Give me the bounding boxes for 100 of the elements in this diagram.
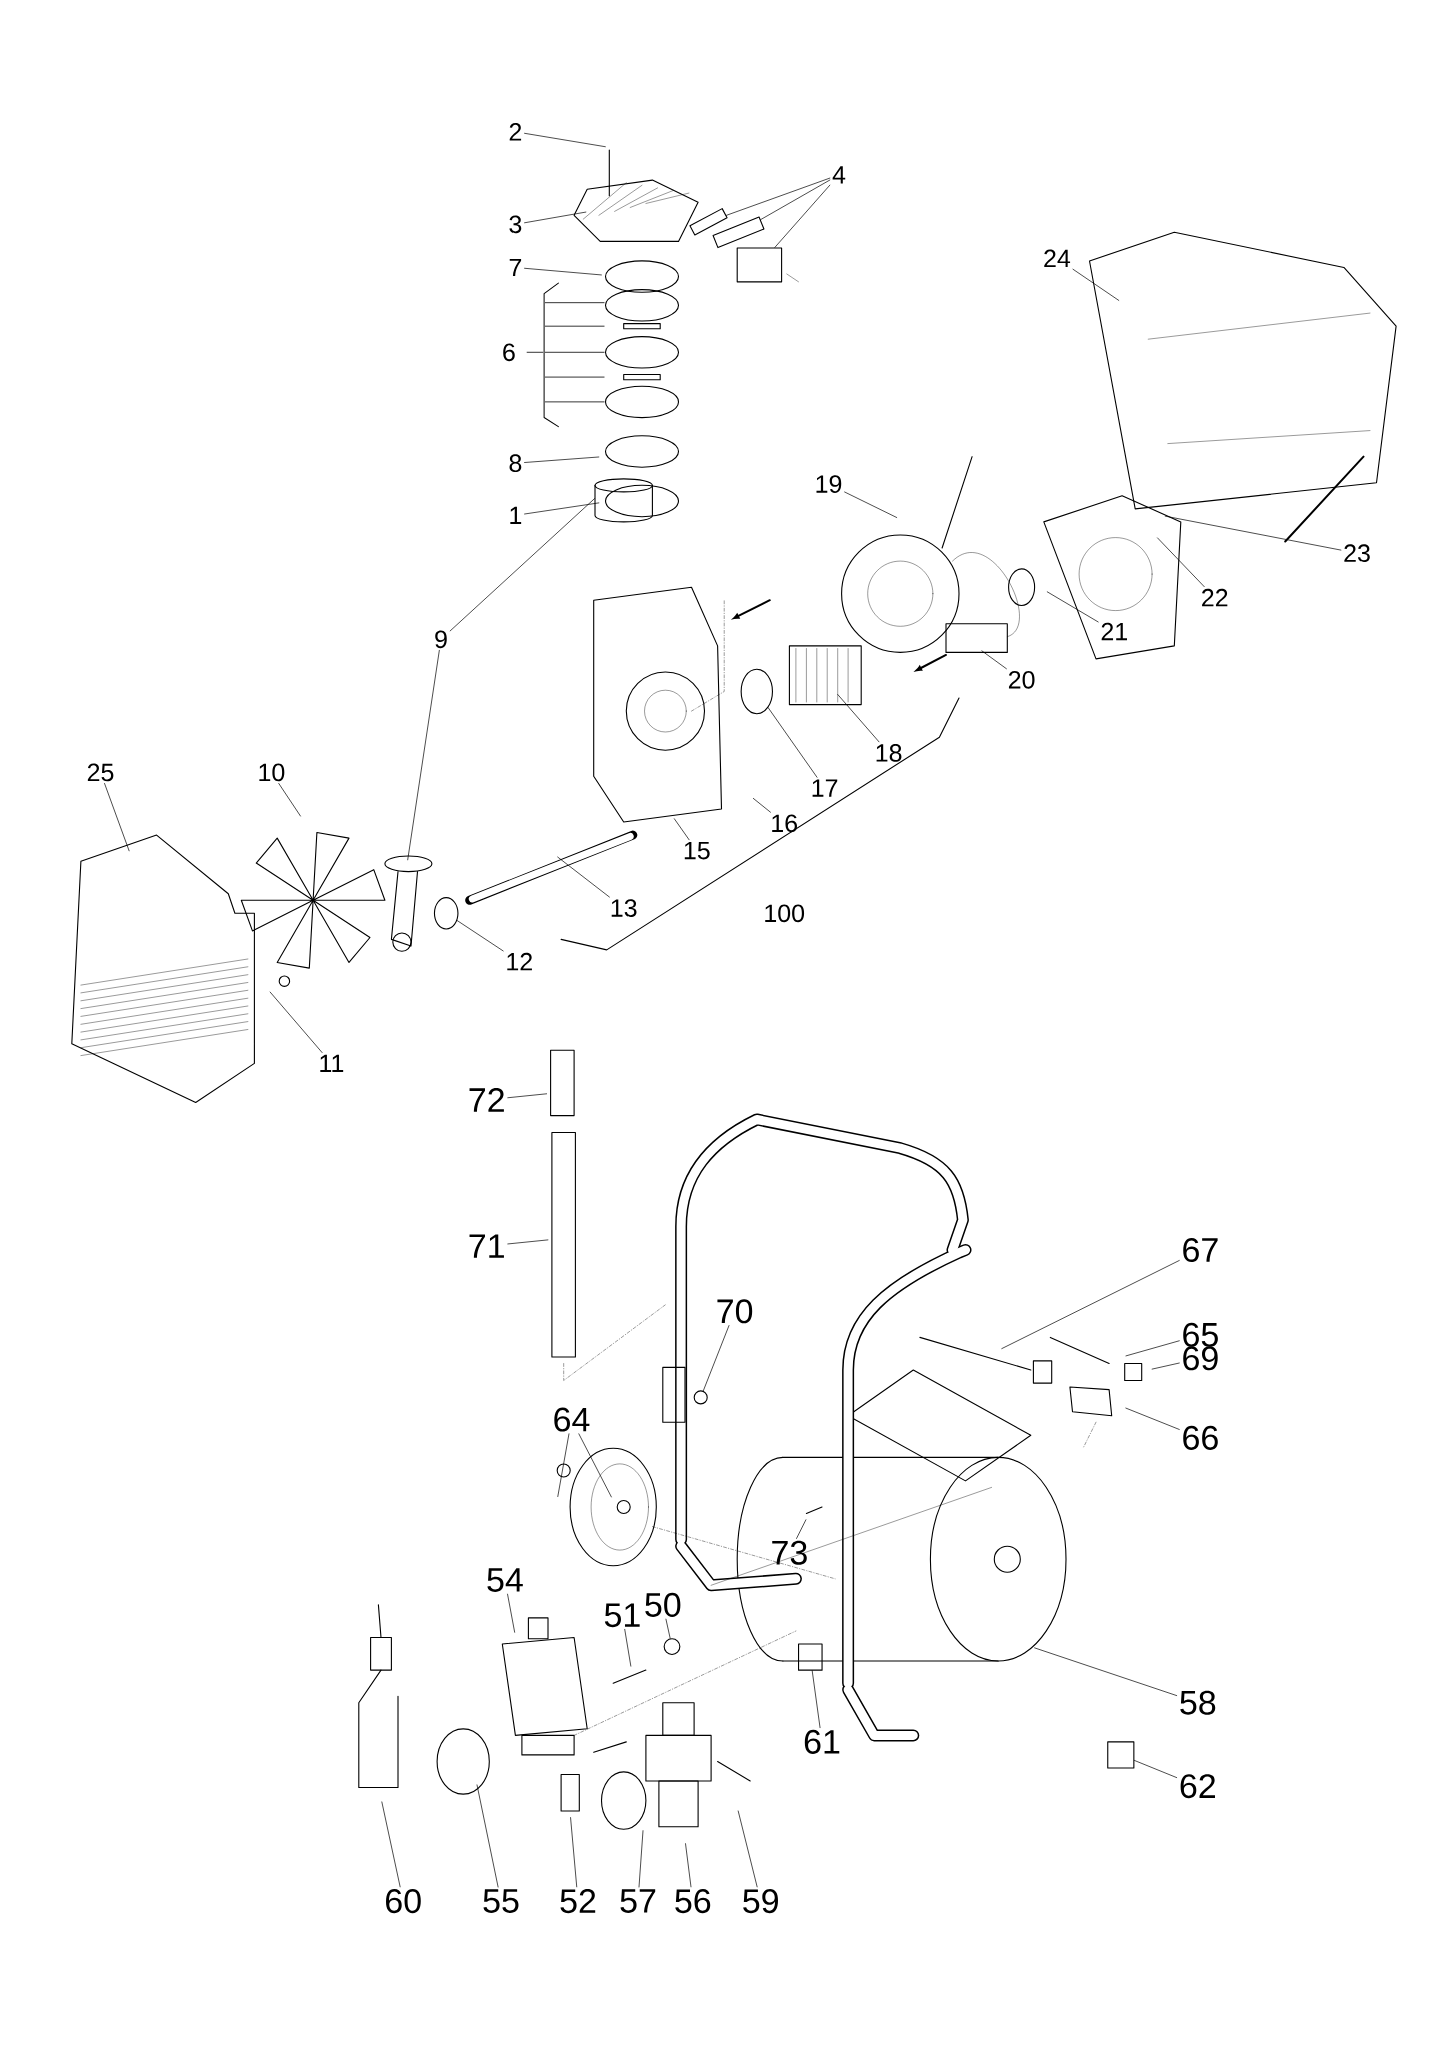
- leader-line: [1001, 1260, 1180, 1349]
- leader-line: [726, 177, 831, 216]
- callout-number: 12: [507, 952, 532, 971]
- leader-line: [524, 211, 587, 224]
- callout-number: 8: [509, 454, 522, 473]
- callout-number: 24: [1044, 249, 1071, 267]
- callout-number: 67: [1183, 1237, 1218, 1262]
- leader-line: [456, 920, 504, 952]
- callout-number: 20: [1008, 670, 1035, 689]
- leader-line: [407, 650, 440, 861]
- leader-line: [507, 1593, 515, 1633]
- leader-line: [524, 456, 600, 463]
- leader-line: [796, 1519, 807, 1539]
- callout-number: 59: [743, 1889, 778, 1914]
- callout-number: 7: [509, 258, 522, 277]
- callout-number: 58: [1180, 1690, 1216, 1715]
- callout-number: 56: [675, 1889, 711, 1914]
- callout-number: 72: [469, 1088, 504, 1112]
- callout-number: 13: [611, 899, 637, 917]
- callout-number: 22: [1202, 588, 1228, 607]
- leader-line: [524, 502, 600, 515]
- washer: [663, 1638, 681, 1655]
- leader-line: [449, 498, 595, 632]
- callout-number: 19: [816, 475, 842, 493]
- callout-number: 9: [435, 630, 447, 649]
- leader-line: [1164, 515, 1342, 551]
- valve-plate: [689, 208, 728, 236]
- callout-number: 70: [717, 1299, 753, 1324]
- callout-number: 50: [645, 1592, 681, 1617]
- valve-cover: [736, 247, 783, 283]
- bearing: [740, 668, 773, 715]
- leader-line: [1151, 1362, 1180, 1370]
- callout-number: 17: [812, 779, 838, 797]
- callout-number: 18: [876, 744, 902, 762]
- leader-line: [665, 1618, 671, 1639]
- plug: [693, 1390, 708, 1405]
- callout-number: 21: [1101, 622, 1127, 641]
- callout-number: 15: [684, 841, 710, 860]
- leader-line: [578, 1433, 612, 1498]
- callout-number: 73: [772, 1540, 807, 1565]
- callout-number: 69: [1183, 1346, 1218, 1371]
- callout-number: 6: [503, 343, 515, 362]
- bearing: [433, 897, 459, 930]
- leader-line: [1134, 1760, 1178, 1778]
- leader-line: [737, 1810, 758, 1888]
- leader-line: [524, 132, 606, 148]
- leader-line: [638, 1830, 644, 1888]
- leader-line: [1034, 1647, 1178, 1696]
- leader-line: [1125, 1407, 1180, 1430]
- leader-line: [844, 491, 898, 518]
- callout-number: 2: [509, 123, 522, 141]
- callout-number: 64: [554, 1407, 590, 1432]
- callout-number: 57: [620, 1889, 656, 1913]
- callout-number: 71: [469, 1234, 504, 1258]
- leader-line: [702, 1325, 730, 1392]
- callout-number: 54: [487, 1568, 523, 1592]
- leader-line: [1046, 591, 1099, 623]
- leader-line: [507, 1239, 549, 1245]
- leader-line: [767, 707, 818, 778]
- callout-number: 16: [772, 814, 797, 833]
- leader-line: [1157, 537, 1205, 587]
- callout-number: 66: [1183, 1425, 1218, 1450]
- leader-line: [981, 650, 1007, 670]
- callout-number: 65: [1183, 1322, 1218, 1347]
- leader-line: [557, 1433, 570, 1497]
- callout-number: 11: [320, 1054, 344, 1072]
- leader-line: [673, 818, 690, 841]
- callout-number: 52: [560, 1889, 596, 1914]
- callout-number: 60: [386, 1889, 421, 1914]
- callout-number: 55: [483, 1889, 519, 1913]
- leader-line: [278, 783, 301, 817]
- leader-line: [104, 783, 130, 852]
- leader-line: [811, 1670, 821, 1728]
- callout-number: 10: [259, 763, 285, 782]
- callout-number: 4: [832, 166, 846, 184]
- leader-line: [476, 1784, 499, 1888]
- callout-number: 23: [1344, 544, 1370, 563]
- callout-number: 100: [765, 904, 805, 923]
- leader-line: [837, 694, 880, 743]
- leader-line: [1072, 268, 1120, 301]
- leader-line: [269, 991, 323, 1053]
- callout-number: 25: [87, 763, 114, 782]
- leader-line: [570, 1817, 578, 1888]
- leader-line: [752, 798, 771, 813]
- fitting: [798, 1643, 823, 1671]
- valve-plate: [712, 216, 765, 249]
- callout-number: 1: [510, 506, 522, 524]
- drain-cap: [1107, 1741, 1135, 1769]
- leader-line: [381, 1801, 401, 1888]
- leader-line: [760, 179, 831, 220]
- leader-line: [624, 1629, 632, 1667]
- callout-number: 61: [804, 1729, 840, 1754]
- leader-line: [774, 184, 831, 248]
- callout-number: 3: [509, 215, 522, 234]
- leader-line: [1125, 1340, 1180, 1357]
- leader-line: [524, 267, 602, 276]
- leader-line: [557, 856, 610, 898]
- leader-line: [685, 1843, 692, 1888]
- callout-number: 51: [604, 1603, 640, 1628]
- leader-line: [507, 1093, 547, 1099]
